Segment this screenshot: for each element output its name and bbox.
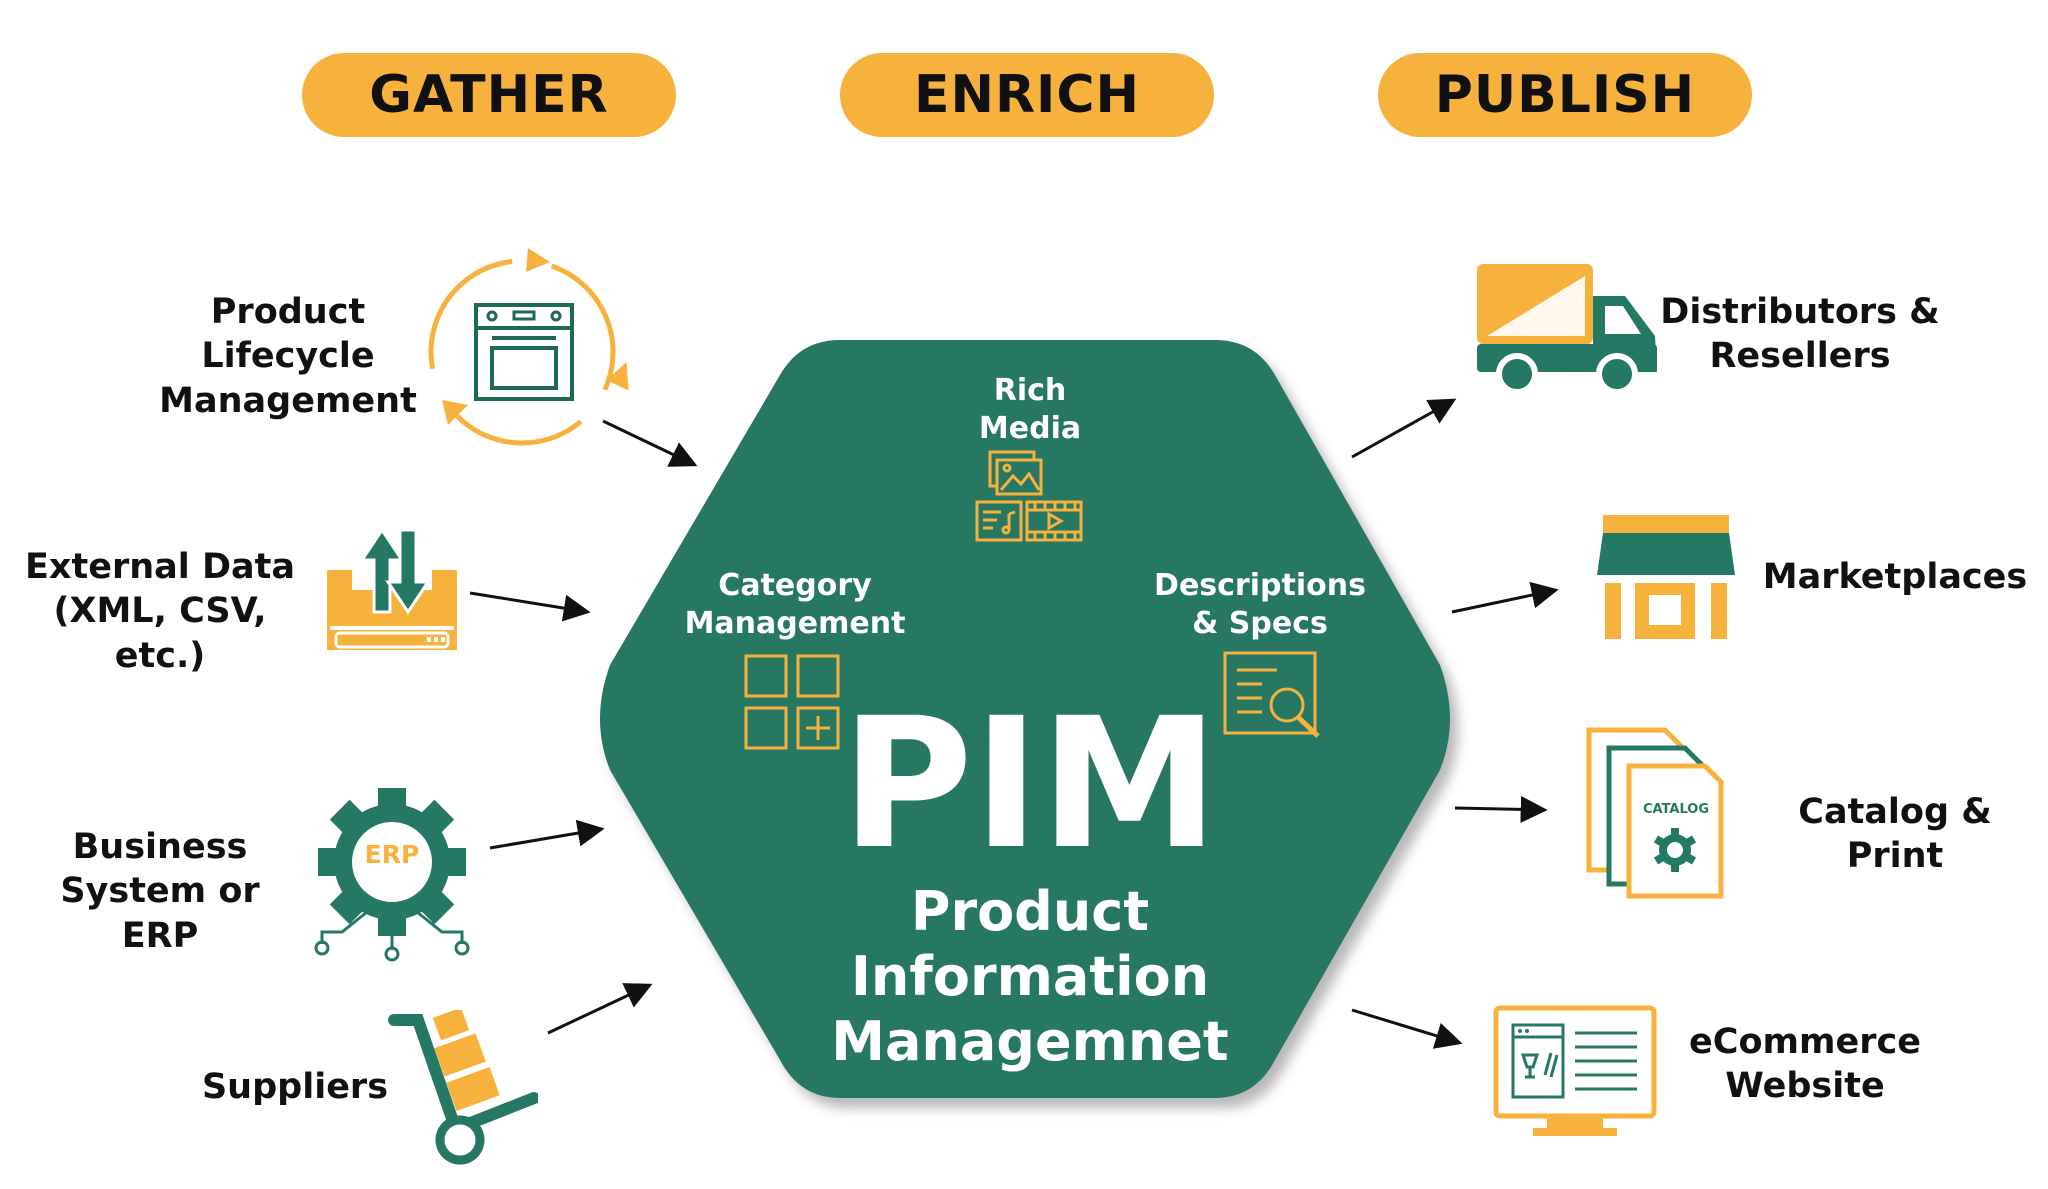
erp-gear-icon: [314, 788, 470, 962]
stage-publish: PUBLISH: [1378, 53, 1752, 137]
channel-catalog-label: Catalog & Print: [1798, 792, 1992, 877]
channel-ecommerce-label: eCommerce Website: [1689, 1022, 1921, 1107]
erp-badge-text: ERP: [364, 840, 420, 869]
arrow-catalog: [1454, 795, 1548, 823]
rich-media-label: Rich Media: [978, 373, 1082, 446]
stage-gather: GATHER: [302, 53, 676, 137]
arrow-erp: [489, 819, 605, 850]
catalog-print-icon: [1586, 727, 1724, 899]
arrow-external: [469, 591, 591, 622]
source-suppliers-label: Suppliers: [201, 1067, 389, 1107]
arrow-plm: [602, 419, 698, 467]
rich-media-icon: [975, 450, 1083, 542]
lifecycle-oven-icon: [428, 248, 629, 446]
channel-distributors-label: Distributors & Resellers: [1660, 292, 1940, 377]
spec-search-icon: [1223, 651, 1320, 738]
category-management-label: Category Management: [684, 568, 906, 641]
ecommerce-monitor-icon: [1493, 1005, 1657, 1136]
pim-hexagon: [600, 340, 1450, 1098]
pim-full-name: Product Information Managemnet: [831, 880, 1229, 1073]
arrow-ecommerce: [1351, 1008, 1463, 1049]
truck-icon: [1477, 264, 1657, 395]
channel-marketplaces-label: Marketplaces: [1762, 557, 2028, 597]
pim-acronym: PIM: [840, 680, 1220, 889]
source-erp-label: Business System or ERP: [60, 827, 260, 956]
category-grid-icon: [744, 654, 840, 750]
arrow-marketplaces: [1451, 581, 1559, 614]
arrow-suppliers: [547, 983, 653, 1035]
arrow-distributors: [1351, 398, 1457, 459]
data-import-icon: [327, 527, 457, 650]
descriptions-specs-label: Descriptions & Specs: [1154, 568, 1366, 641]
source-plm-label: Product Lifecycle Management: [159, 292, 417, 421]
catalog-badge-text: CATALOG: [1642, 802, 1710, 817]
stage-enrich: ENRICH: [840, 53, 1214, 137]
hand-truck-icon: [388, 1010, 538, 1165]
source-external-label: External Data (XML, CSV, etc.): [25, 547, 295, 676]
storefront-icon: [1597, 515, 1735, 639]
